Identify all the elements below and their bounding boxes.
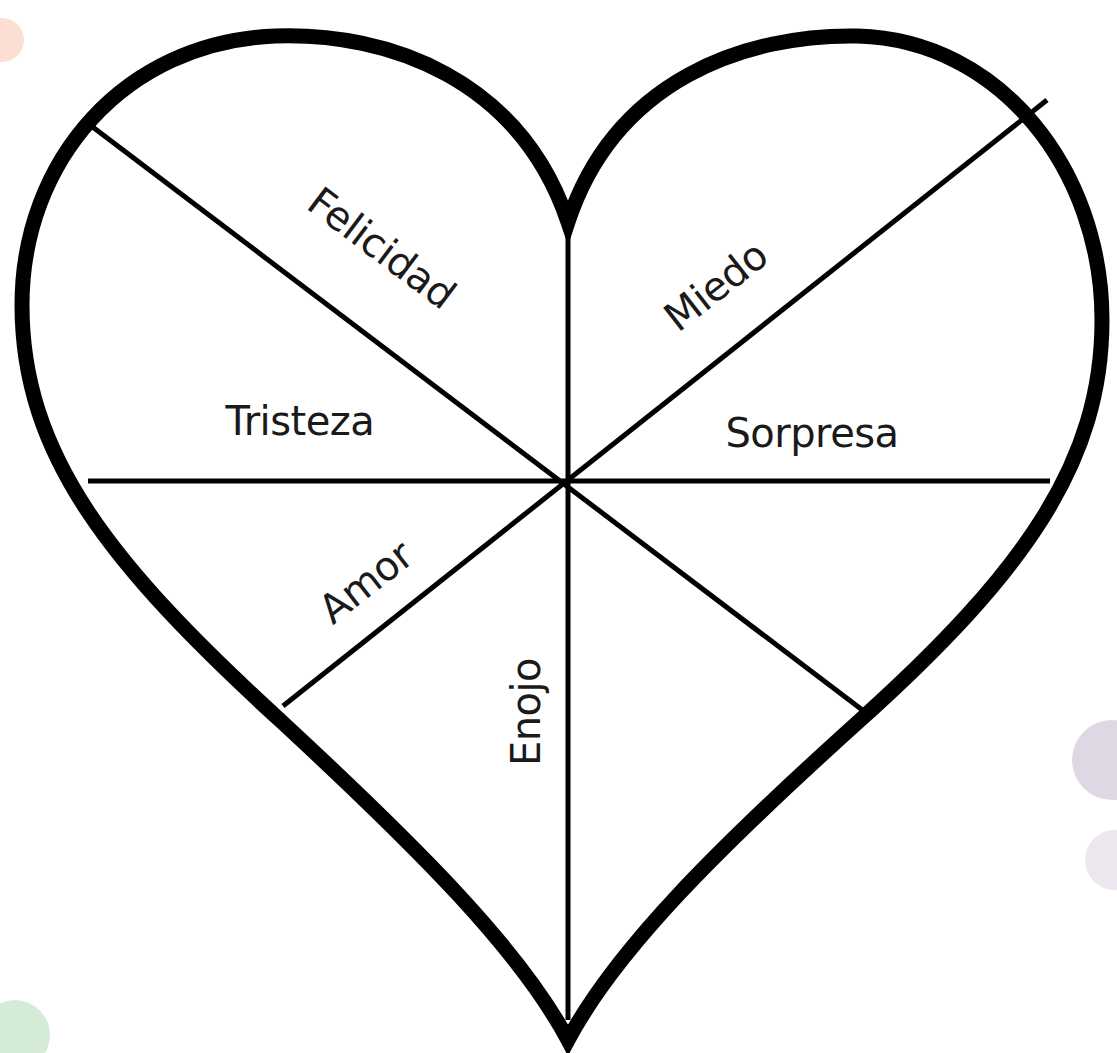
heart-outline xyxy=(22,36,1102,1040)
emotion-label: Enojo xyxy=(506,658,546,766)
emotion-label: Miedo xyxy=(657,234,774,338)
watercolor-splash xyxy=(0,18,1117,1053)
emotion-label: Felicidad xyxy=(301,180,462,315)
emotion-label: Amor xyxy=(312,534,420,630)
emotion-label: Sorpresa xyxy=(725,413,898,453)
emotion-label: Tristeza xyxy=(226,401,375,441)
